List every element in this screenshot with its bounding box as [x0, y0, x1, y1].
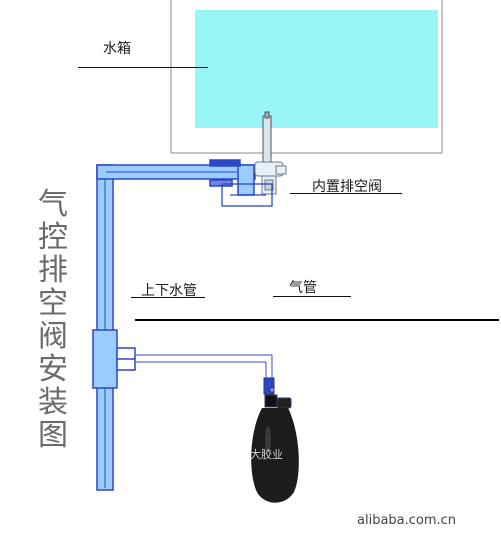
air-pipe-label: 气管: [289, 280, 317, 296]
pipe-clamp: [92, 329, 136, 389]
vertical-title: 气 控 排 空 阀 安 装 图: [36, 188, 70, 452]
valve-stem: [262, 111, 272, 163]
air-pipe-underline: [273, 296, 351, 297]
water-pipe-label: 上下水管: [141, 283, 197, 299]
water-pipe-vertical: [96, 164, 114, 491]
tank-frame: [170, 0, 443, 154]
title-char: 气: [38, 187, 68, 222]
water-pipe-horizontal: [96, 159, 256, 196]
title-char: 阀: [38, 319, 68, 354]
title-char: 装: [38, 385, 68, 420]
rubber-bulb: [251, 408, 299, 503]
tank-label: 水箱: [103, 41, 131, 57]
tank-label-underline: [78, 67, 208, 68]
bulb-fitting: [263, 377, 292, 409]
exhaust-valve-body: [254, 161, 287, 195]
air-tube: [135, 354, 273, 392]
title-char: 排: [38, 253, 68, 288]
title-char: 安: [38, 352, 68, 387]
water-body: [195, 10, 438, 128]
site-watermark: alibaba.com.cn: [357, 513, 457, 528]
bulb-highlight: [265, 426, 271, 454]
builtin-valve-underline: [290, 193, 402, 194]
title-char: 空: [38, 286, 68, 321]
title-char: 图: [38, 418, 68, 453]
title-char: 控: [38, 220, 68, 255]
water-pipe-underline: [131, 297, 205, 298]
valve-bracket: [221, 183, 273, 207]
builtin-valve-label: 内置排空阀: [312, 179, 382, 195]
faint-watermark: 大胶业: [250, 448, 283, 461]
